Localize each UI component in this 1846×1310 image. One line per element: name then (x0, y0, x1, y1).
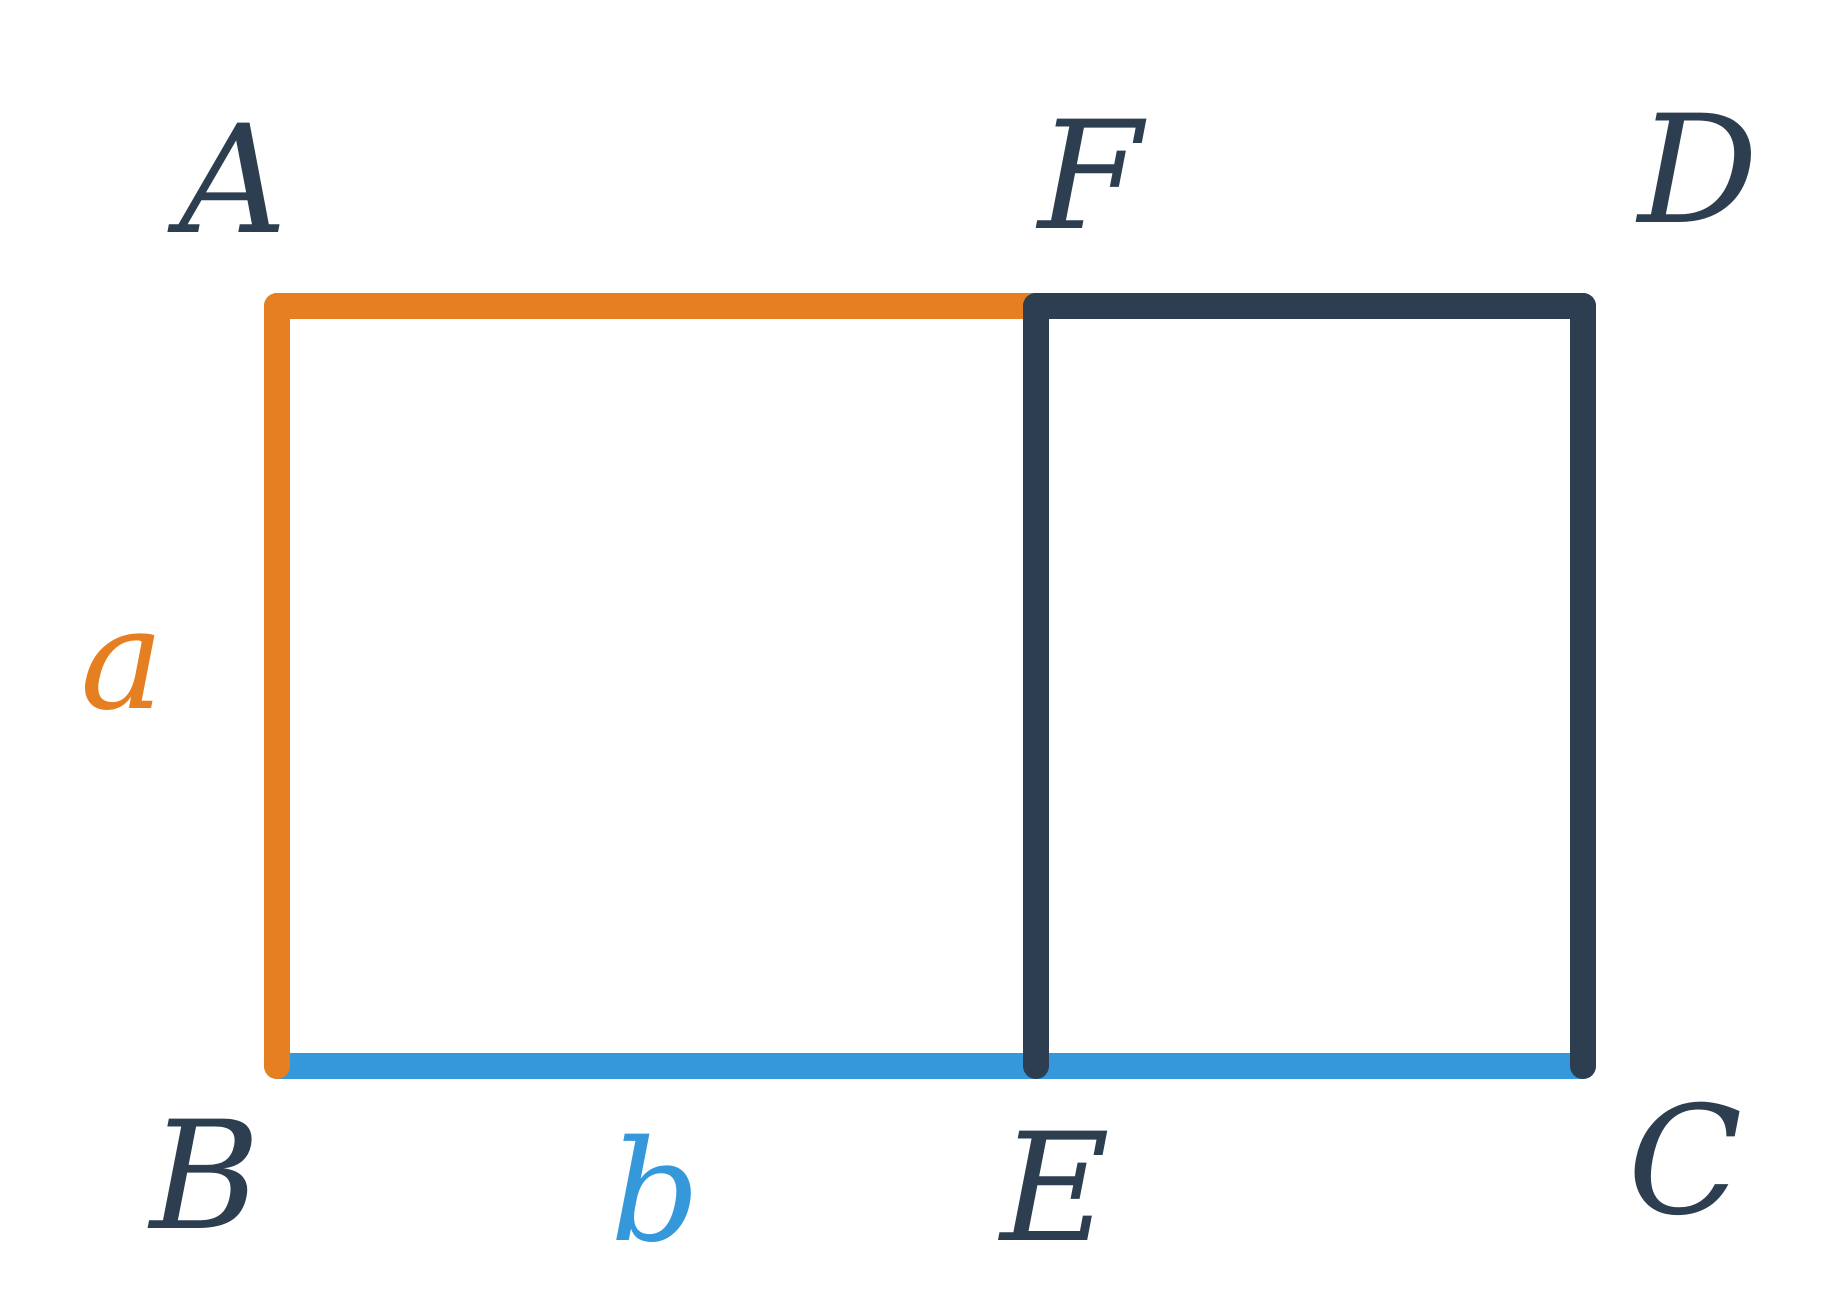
label-f: F (1035, 90, 1147, 264)
label-length-a: a (80, 579, 163, 742)
label-e: E (997, 1102, 1110, 1276)
label-b: B (147, 1090, 260, 1264)
label-c: C (1628, 1075, 1743, 1249)
label-length-b: b (610, 1111, 700, 1274)
label-a: A (167, 94, 287, 268)
label-d: D (1635, 84, 1758, 258)
